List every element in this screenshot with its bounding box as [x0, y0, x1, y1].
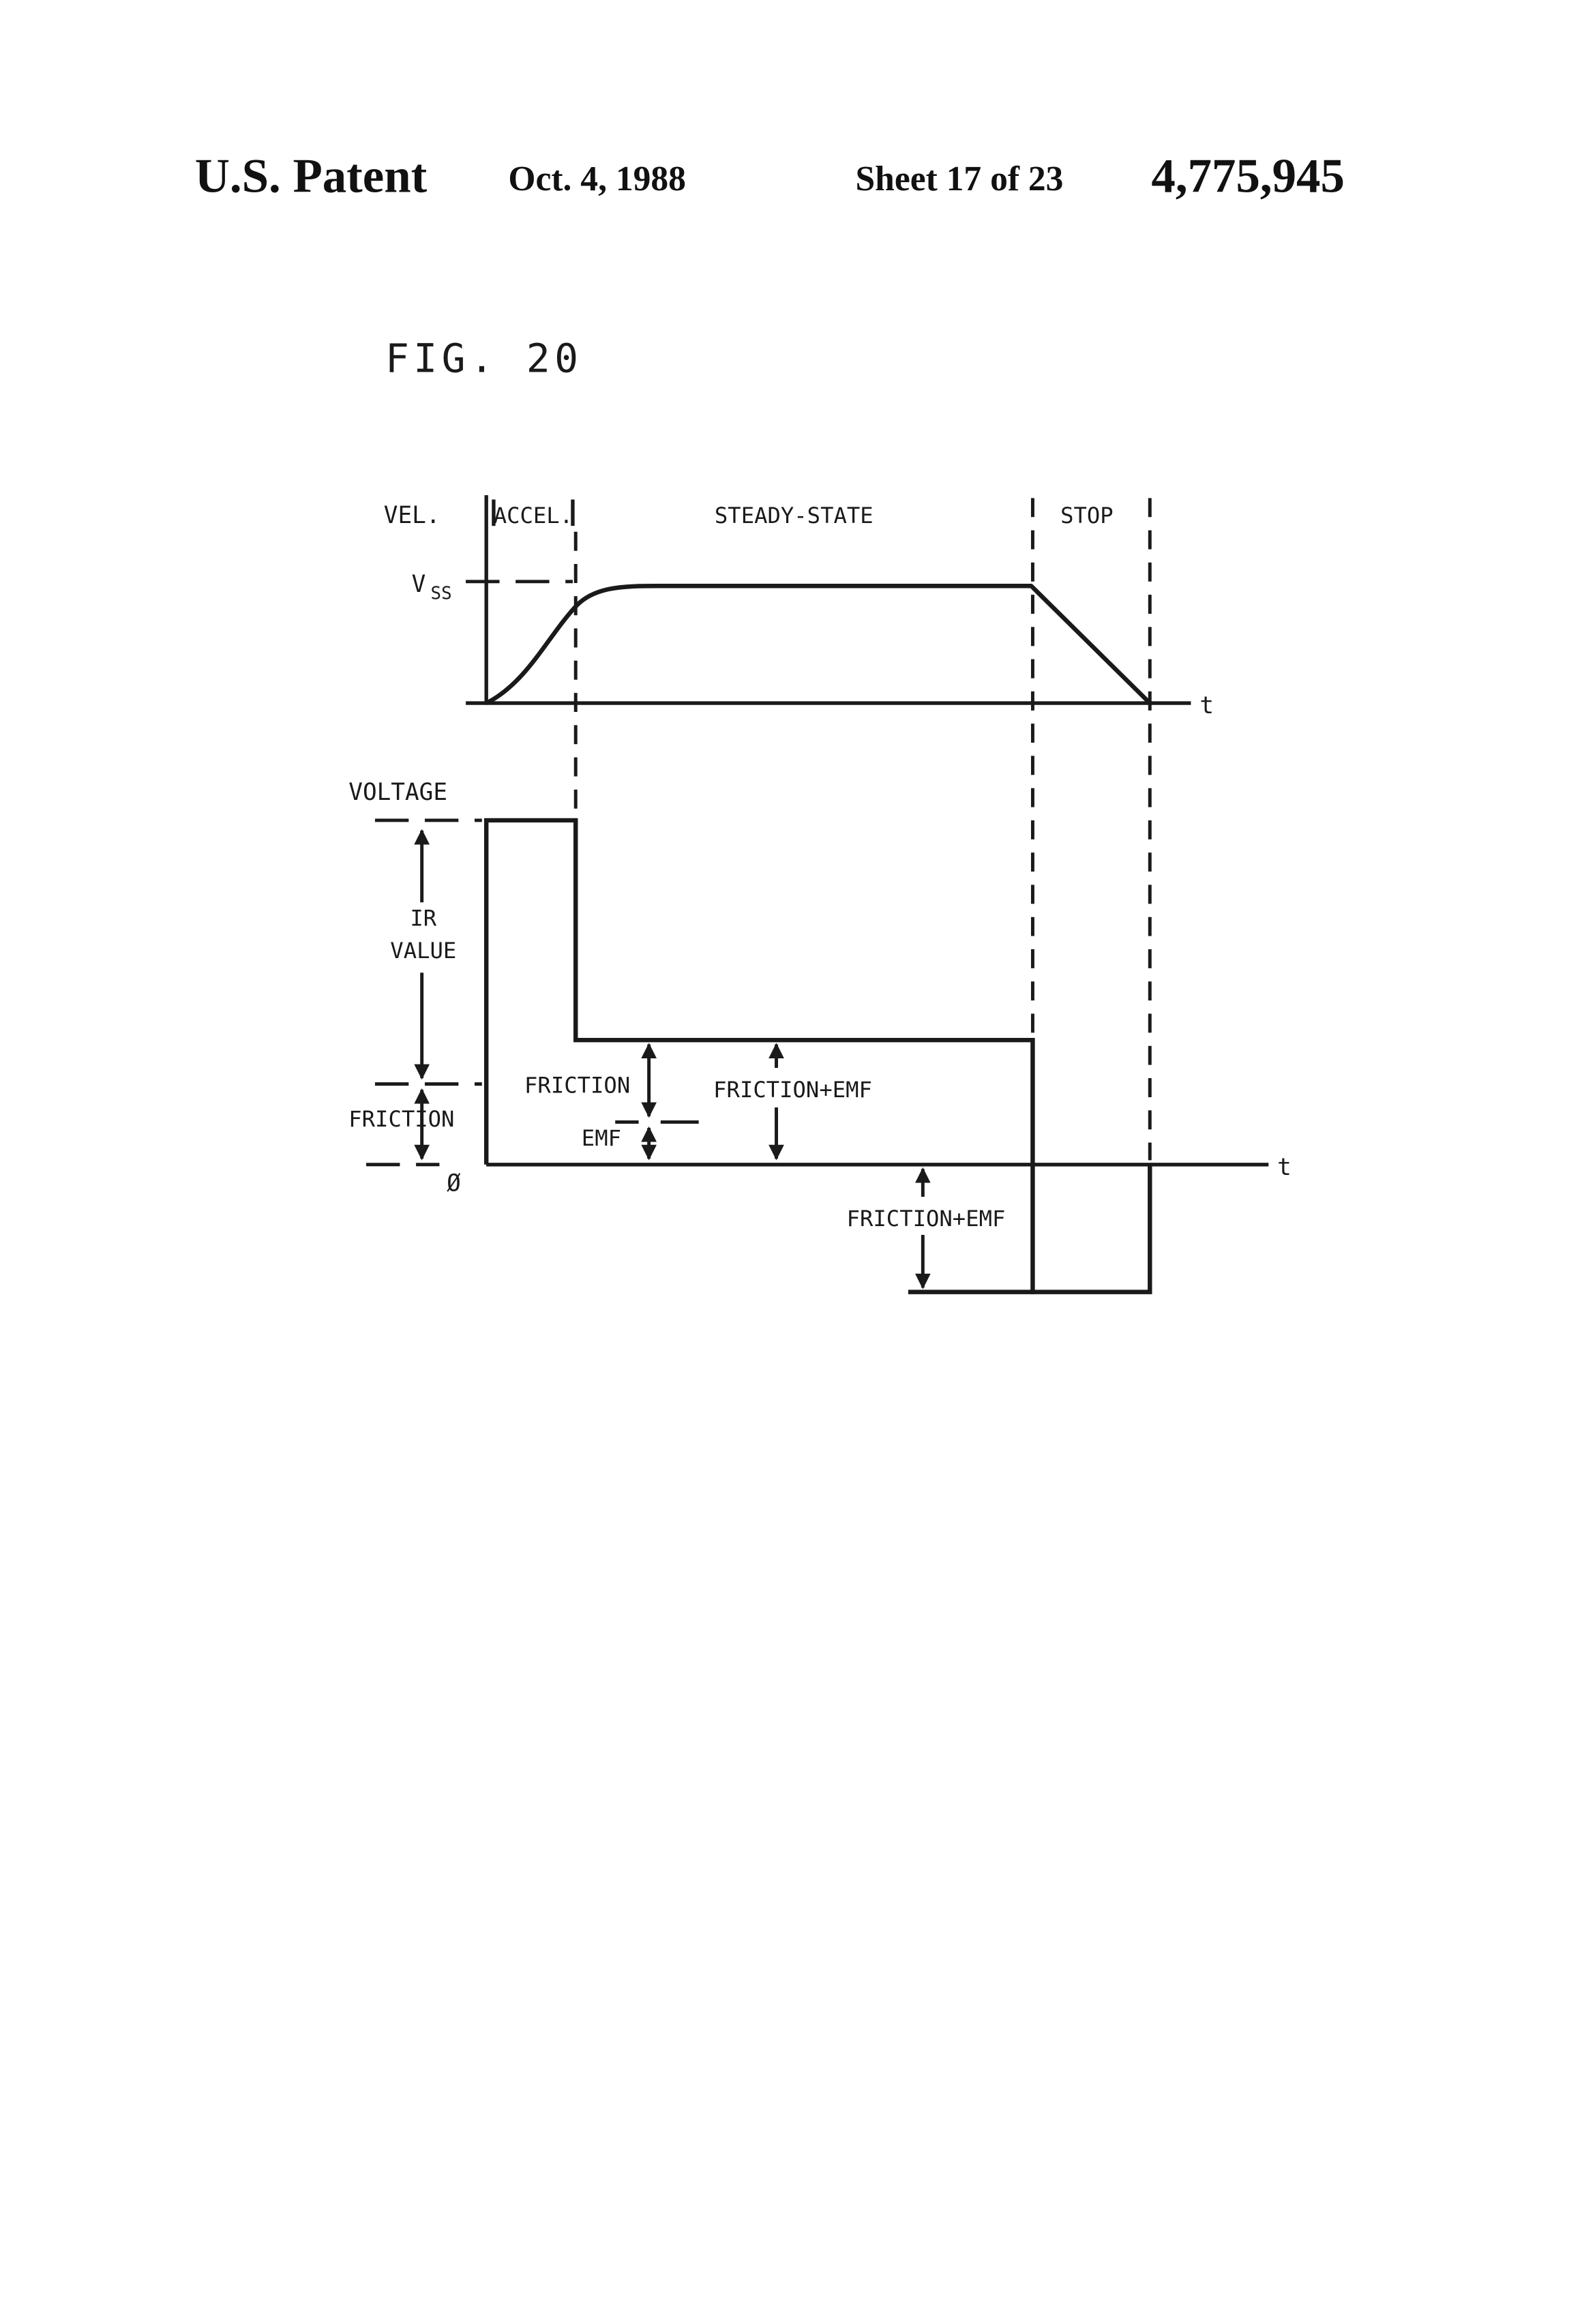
phase-boundaries [573, 498, 1152, 1161]
sheet-info: Sheet 17 of 23 [856, 160, 1064, 198]
phase-steady-state-label: STEADY-STATE [715, 503, 874, 528]
phase-stop-label: STOP [1060, 503, 1114, 528]
velocity-axis-label: VEL. [384, 502, 441, 529]
voltage-time-label: t [1277, 1154, 1292, 1181]
voltage-waveform [483, 818, 1152, 1294]
patent-date: Oct. 4, 1988 [508, 160, 686, 198]
velocity-curve [485, 584, 1152, 705]
patent-label: U.S. Patent [195, 149, 428, 203]
ir-label: IR [410, 906, 436, 932]
vss-label-subscript: SS [431, 584, 452, 604]
voltage-axis-label: VOLTAGE [348, 779, 447, 806]
friction-left-label: FRICTION [348, 1106, 454, 1132]
friction-plus-emf-neg-label: FRICTION+EMF [847, 1206, 1006, 1232]
page-header: U.S. Patent Oct. 4, 1988 Sheet 17 of 23 … [195, 149, 1345, 203]
friction-mid-label: FRICTION [524, 1073, 630, 1099]
figure-title: FIG. 20 [385, 336, 582, 382]
velocity-chart: VEL. ACCEL. STEADY-STATE STOP t V SS [384, 495, 1214, 719]
voltage-chart: VOLTAGE Ø t IR VALUE FRICTION FRICTION E… [348, 779, 1292, 1294]
zero-label: Ø [447, 1170, 461, 1197]
friction-plus-emf-label: FRICTION+EMF [713, 1077, 872, 1103]
value-label: VALUE [390, 938, 456, 964]
vss-label: V [412, 571, 426, 598]
patent-number: 4,775,945 [1151, 149, 1345, 203]
emf-label: EMF [582, 1125, 621, 1151]
velocity-time-label: t [1199, 692, 1214, 719]
phase-accel-label: ACCEL. [494, 503, 573, 528]
